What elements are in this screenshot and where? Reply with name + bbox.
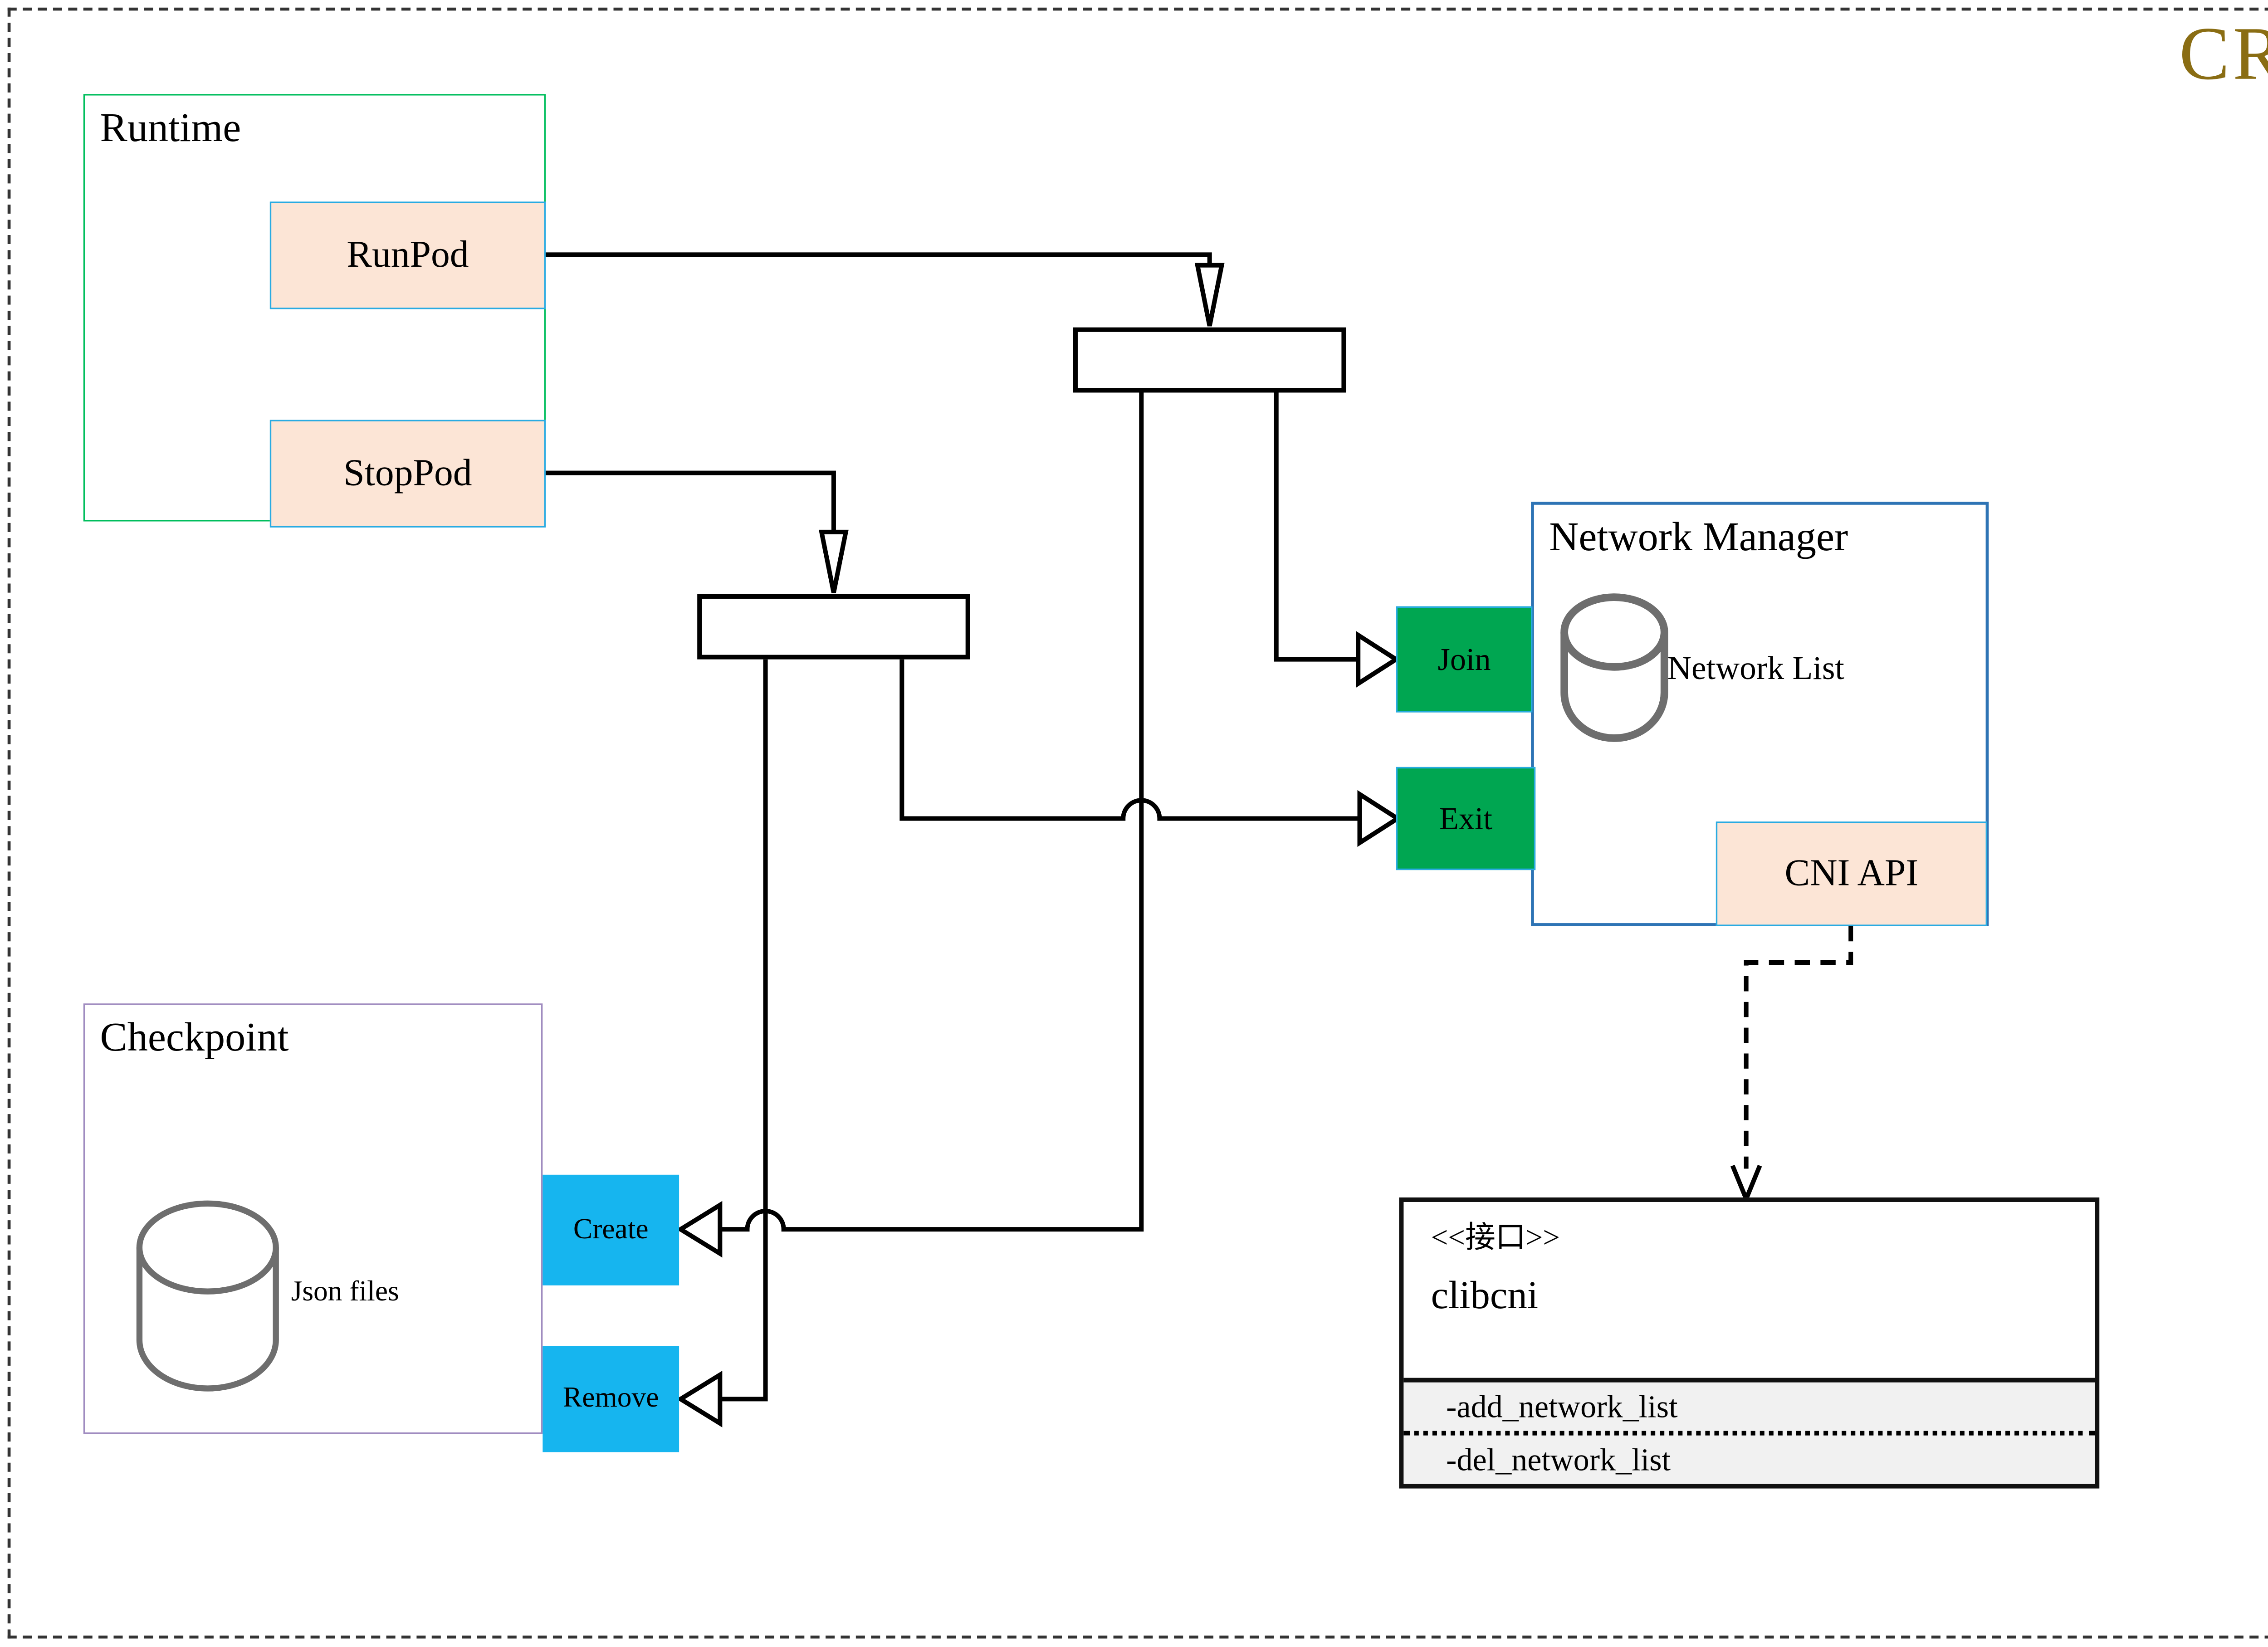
edge-bar1-to-create <box>720 392 1144 1232</box>
edge-runpod-to-bar1 <box>546 252 1212 265</box>
arrowhead-into-bar1 <box>1194 263 1225 327</box>
checkpoint-title: Checkpoint <box>100 1014 289 1060</box>
network-manager-box: Network Manager <box>1531 502 1989 926</box>
junction-bar-runpod <box>1073 327 1346 393</box>
join-node: Join <box>1396 606 1533 713</box>
clibcni-method-list: -add_network_list -del_network_list <box>1403 1378 2095 1484</box>
checkpoint-box: Checkpoint <box>83 1003 543 1434</box>
clibcni-method-del: -del_network_list <box>1403 1431 2095 1484</box>
remove-node: Remove <box>543 1346 679 1452</box>
clibcni-stereotype: <<接口>> <box>1431 1222 1560 1255</box>
clibcni-method-add: -add_network_list <box>1446 1388 1678 1424</box>
arrowhead-into-clibcni <box>1730 1164 1762 1205</box>
edge-bar1-to-join <box>1274 392 1359 662</box>
arrowhead-into-remove <box>676 1370 723 1427</box>
clibcni-name: clibcni <box>1431 1273 1539 1317</box>
arrowhead-into-exit <box>1357 790 1402 847</box>
clibcni-header: <<接口>> clibcni <box>1403 1202 2095 1378</box>
page-dashed-border <box>7 7 2268 1639</box>
arrowhead-into-create <box>676 1201 723 1258</box>
network-manager-title: Network Manager <box>1549 513 1848 560</box>
junction-bar-stoppod <box>697 594 970 660</box>
clibcni-interface-box: <<接口>> clibcni -add_network_list -del_ne… <box>1399 1197 2100 1489</box>
edge-cniapi-to-clibcni <box>1744 926 1853 1169</box>
database-cylinder-icon <box>1560 593 1668 742</box>
edge-bar2-to-exit <box>899 659 1360 821</box>
arrowhead-into-join <box>1356 631 1401 688</box>
arrowhead-into-bar2 <box>819 529 849 593</box>
edge-stoppod-to-bar2 <box>546 470 836 532</box>
create-node: Create <box>543 1174 679 1285</box>
database-cylinder-icon <box>136 1200 279 1392</box>
stoppod-node: StopPod <box>269 420 546 528</box>
diagram-title: CRI <box>2179 10 2268 96</box>
exit-node: Exit <box>1396 767 1536 870</box>
network-list-label: Network List <box>1667 649 1844 687</box>
edge-bar2-to-remove <box>720 659 768 1402</box>
cni-api-node: CNI API <box>1716 821 1987 926</box>
json-files-label: Json files <box>291 1276 399 1308</box>
runpod-node: RunPod <box>269 201 546 309</box>
runtime-title: Runtime <box>100 104 241 150</box>
